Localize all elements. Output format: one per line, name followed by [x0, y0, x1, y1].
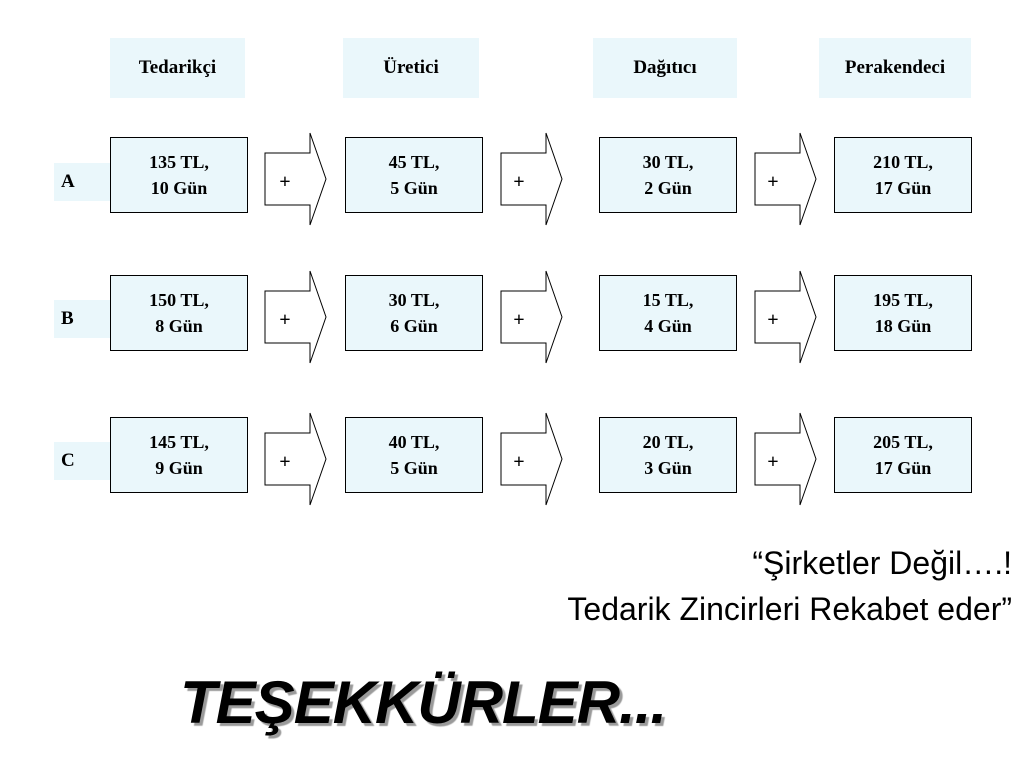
- plus-sign: +: [513, 451, 525, 473]
- cell-duration: 18 Gün: [874, 316, 932, 336]
- plus-sign: +: [767, 309, 779, 331]
- cell-a-3: 30 TL, 2 Gün: [599, 137, 737, 213]
- cell-duration: 17 Gün: [874, 458, 932, 478]
- arrow-right-icon: [264, 132, 327, 226]
- cell-b-3: 15 TL, 4 Gün: [599, 275, 737, 351]
- column-header-3: Dağıtıcı: [593, 38, 737, 98]
- arrow-right-icon: [500, 412, 563, 506]
- cell-b-4: 195 TL, 18 Gün: [834, 275, 972, 351]
- plus-sign: +: [279, 171, 291, 193]
- quote-line-2: Tedarik Zincirleri Rekabet eder”: [567, 591, 1012, 627]
- cell-cost: 150 TL,: [149, 290, 209, 310]
- cell-cost: 20 TL,: [642, 432, 694, 452]
- arrow-right-icon: [754, 412, 817, 506]
- cell-cost: 135 TL,: [149, 152, 209, 172]
- cell-duration: 5 Gün: [390, 458, 438, 478]
- quote-text: “Şirketler Değil….! Tedarik Zincirleri R…: [567, 540, 1012, 632]
- thanks-title: TEŞEKKÜRLER...: [180, 669, 667, 736]
- cell-cost: 30 TL,: [388, 290, 440, 310]
- cell-cost: 15 TL,: [642, 290, 694, 310]
- row-label-a: A: [54, 163, 110, 201]
- cell-a-2: 45 TL, 5 Gün: [345, 137, 483, 213]
- plus-sign: +: [513, 171, 525, 193]
- cell-duration: 8 Gün: [155, 316, 203, 336]
- plus-sign: +: [279, 309, 291, 331]
- cell-duration: 9 Gün: [155, 458, 203, 478]
- cell-cost: 45 TL,: [388, 152, 440, 172]
- cell-b-1: 150 TL, 8 Gün: [110, 275, 248, 351]
- arrow-right-icon: [500, 270, 563, 364]
- arrow-right-icon: [754, 270, 817, 364]
- cell-cost: 195 TL,: [873, 290, 933, 310]
- column-header-1: Tedarikçi: [110, 38, 245, 98]
- arrow-right-icon: [754, 132, 817, 226]
- column-header-4: Perakendeci: [819, 38, 971, 98]
- cell-c-1: 145 TL, 9 Gün: [110, 417, 248, 493]
- cell-a-4: 210 TL, 17 Gün: [834, 137, 972, 213]
- cell-duration: 17 Gün: [874, 178, 932, 198]
- row-label-b: B: [54, 300, 110, 338]
- cell-cost: 40 TL,: [388, 432, 440, 452]
- plus-sign: +: [279, 451, 291, 473]
- cell-duration: 2 Gün: [644, 178, 692, 198]
- cell-c-2: 40 TL, 5 Gün: [345, 417, 483, 493]
- cell-c-3: 20 TL, 3 Gün: [599, 417, 737, 493]
- arrow-right-icon: [264, 270, 327, 364]
- plus-sign: +: [767, 171, 779, 193]
- cell-duration: 3 Gün: [644, 458, 692, 478]
- column-header-2: Üretici: [343, 38, 479, 98]
- cell-c-4: 205 TL, 17 Gün: [834, 417, 972, 493]
- cell-b-2: 30 TL, 6 Gün: [345, 275, 483, 351]
- cell-cost: 205 TL,: [873, 432, 933, 452]
- cell-duration: 5 Gün: [390, 178, 438, 198]
- cell-duration: 10 Gün: [150, 178, 208, 198]
- arrow-right-icon: [500, 132, 563, 226]
- row-label-c: C: [54, 442, 110, 480]
- arrow-right-icon: [264, 412, 327, 506]
- cell-cost: 145 TL,: [149, 432, 209, 452]
- plus-sign: +: [513, 309, 525, 331]
- cell-cost: 210 TL,: [873, 152, 933, 172]
- cell-duration: 4 Gün: [644, 316, 692, 336]
- quote-line-1: “Şirketler Değil….!: [752, 545, 1012, 581]
- cell-a-1: 135 TL, 10 Gün: [110, 137, 248, 213]
- plus-sign: +: [767, 451, 779, 473]
- cell-duration: 6 Gün: [390, 316, 438, 336]
- cell-cost: 30 TL,: [642, 152, 694, 172]
